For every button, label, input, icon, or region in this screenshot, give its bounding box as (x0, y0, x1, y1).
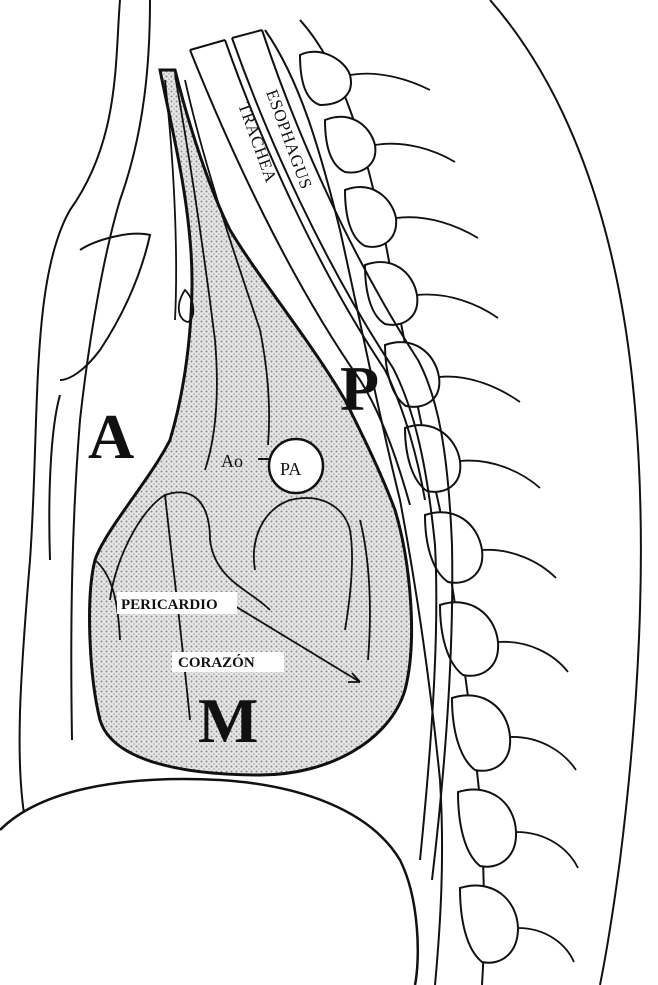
middle-label: M (198, 685, 258, 756)
diaphragm (0, 779, 418, 985)
aorta-label: Ao (221, 451, 243, 471)
anterior-label: A (88, 401, 134, 472)
posterior-label: P (340, 353, 379, 424)
pulmonary-artery-label: PA (280, 459, 301, 479)
heart-label: CORAZÓN (178, 654, 255, 671)
pericardium-label: PERICARDIO (121, 597, 218, 613)
